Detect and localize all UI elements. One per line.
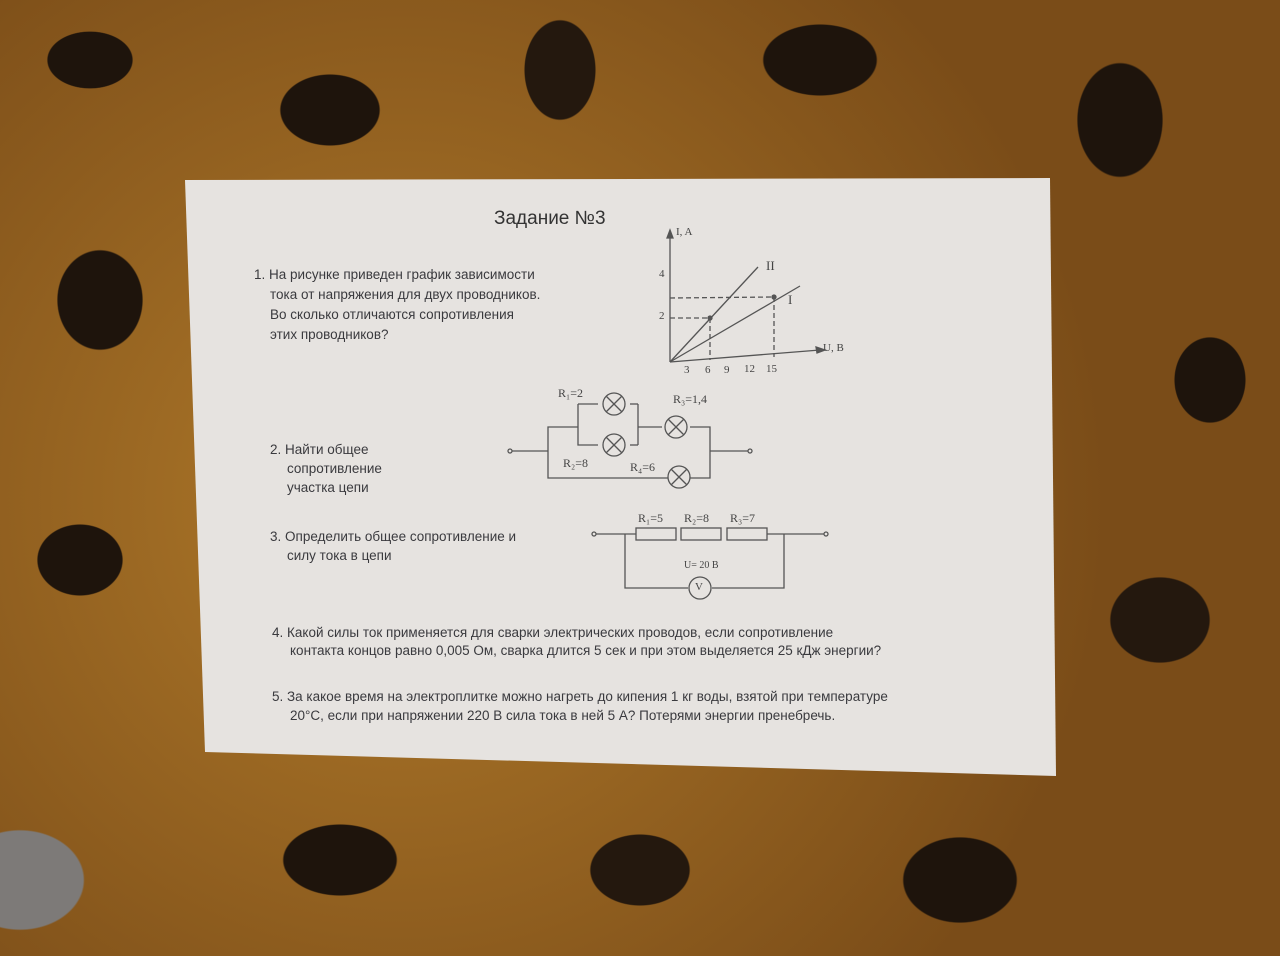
page-title: Задание №3 — [494, 208, 606, 229]
task-line: тока от напряжения для двух проводников. — [270, 287, 541, 302]
label-r3: R₃=1,4 — [673, 392, 707, 406]
task-line: Во сколько отличаются сопротивления — [270, 307, 514, 322]
label-r4: R₄=6 — [630, 460, 655, 474]
point-I — [771, 294, 777, 300]
task-line: 20°С, если при напряжении 220 В сила ток… — [290, 708, 836, 723]
label-r1: R₁=5 — [638, 511, 663, 525]
label-r2: R₂=8 — [563, 456, 588, 470]
series-label-II: II — [766, 258, 775, 273]
task-line: контакта концов равно 0,005 Ом, сварка д… — [290, 643, 882, 658]
label-r1: R₁=2 — [558, 386, 583, 400]
task-line: сопротивление — [287, 461, 382, 476]
resistor-r1 — [635, 527, 677, 541]
voltmeter — [688, 576, 712, 600]
x-axis-label: U, B — [823, 342, 844, 354]
x-axis — [669, 349, 821, 363]
resistor-r2 — [680, 527, 722, 541]
circuit-3 — [591, 527, 829, 600]
y-tick: 2 — [659, 310, 665, 322]
task-line: этих проводников? — [270, 327, 389, 342]
label-r2: R₂=8 — [684, 511, 709, 525]
task-line: 2. Найти общее — [270, 442, 369, 457]
series-line-II — [669, 266, 759, 363]
y-axis-label: I, A — [676, 226, 693, 238]
lamp-r2 — [602, 433, 626, 457]
task-line: участка цепи — [287, 480, 369, 495]
series-label-I: I — [788, 292, 793, 307]
task-line: 5. За какое время на электроплитке можно… — [272, 689, 888, 704]
x-tick: 12 — [744, 363, 755, 375]
iv-graph — [666, 228, 827, 363]
voltmeter-symbol: V — [695, 581, 703, 593]
task-line: силу тока в цепи — [287, 548, 392, 563]
x-tick: 6 — [705, 364, 711, 376]
circuit-2 — [507, 392, 753, 489]
x-axis-arrow — [815, 346, 827, 354]
lamp-r3 — [664, 415, 688, 439]
task-line: 4. Какой силы ток применяется для сварки… — [272, 625, 834, 640]
y-tick: 4 — [659, 268, 665, 280]
y-axis-arrow — [666, 228, 674, 239]
task-line: 1. На рисунке приведен график зависимост… — [254, 267, 535, 282]
task-line: 3. Определить общее сопротивление и — [270, 529, 517, 544]
x-tick: 15 — [766, 363, 777, 375]
x-tick: 3 — [684, 364, 690, 376]
guide-3 — [669, 296, 775, 299]
point-II — [707, 315, 713, 321]
lamp-r1 — [602, 392, 626, 416]
lamp-r4 — [667, 465, 691, 489]
series-line-I — [669, 285, 801, 363]
voltage-label: U= 20 B — [684, 560, 719, 571]
x-tick: 9 — [724, 364, 730, 376]
label-r3: R₃=7 — [730, 511, 755, 525]
resistor-r3 — [726, 527, 768, 541]
